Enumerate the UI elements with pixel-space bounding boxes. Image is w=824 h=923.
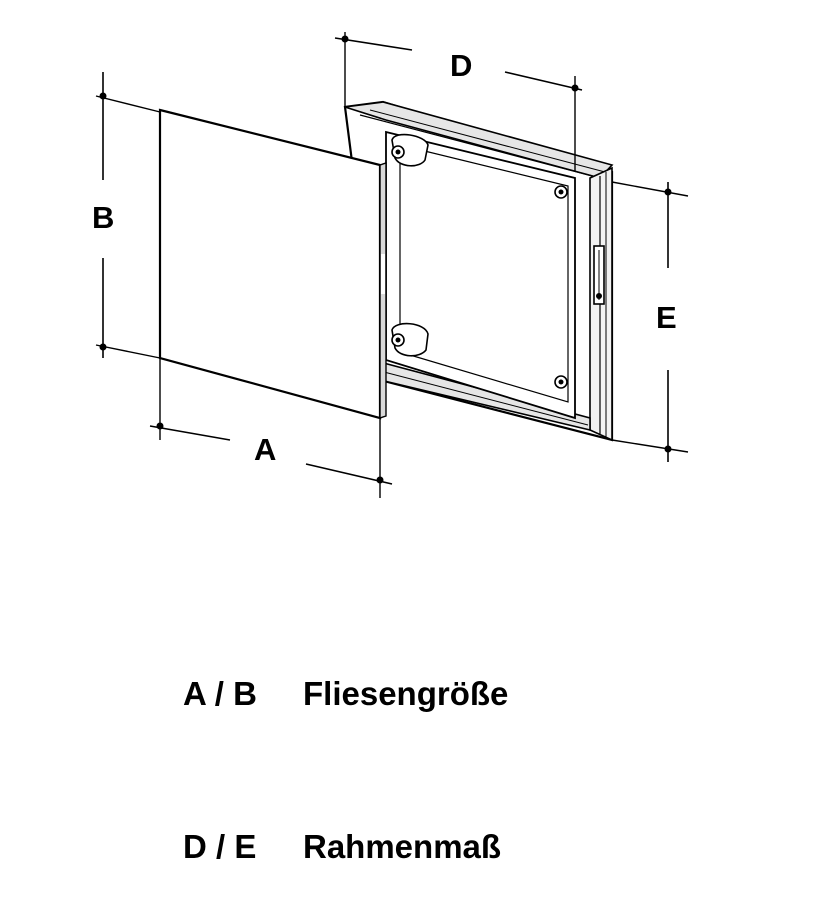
legend-keys: A / B (183, 675, 257, 712)
clip-top-left (391, 133, 429, 167)
legend: A / B Fliesengröße D / E Rahmenmaß (183, 566, 508, 923)
dimension-b: B (92, 72, 161, 359)
dimension-label-e: E (656, 300, 677, 335)
side-latch (593, 245, 605, 305)
revision-frame (343, 100, 614, 442)
legend-row-frame-size: D / E Rahmenmaß (183, 821, 508, 872)
dimension-label-b: B (92, 200, 114, 235)
dimension-a: A (149, 358, 393, 498)
dimension-label-a: A (254, 432, 276, 467)
dimension-label-d: D (450, 48, 472, 83)
clip-bottom-left (391, 322, 429, 357)
legend-text: Rahmenmaß (303, 828, 502, 865)
tile-panel-face (158, 108, 382, 420)
screw-bottom-right (554, 375, 568, 389)
dimension-e: E (611, 181, 689, 462)
dimension-d: D (334, 32, 583, 172)
legend-text: Fliesengröße (303, 675, 509, 712)
access-panel-diagram: B A D E (92, 32, 689, 498)
frame-inner-plate (399, 144, 569, 403)
screw-top-right (554, 185, 568, 199)
legend-row-tile-size: A / B Fliesengröße (183, 668, 508, 719)
tile-panel (158, 108, 387, 420)
legend-keys: D / E (183, 828, 257, 865)
